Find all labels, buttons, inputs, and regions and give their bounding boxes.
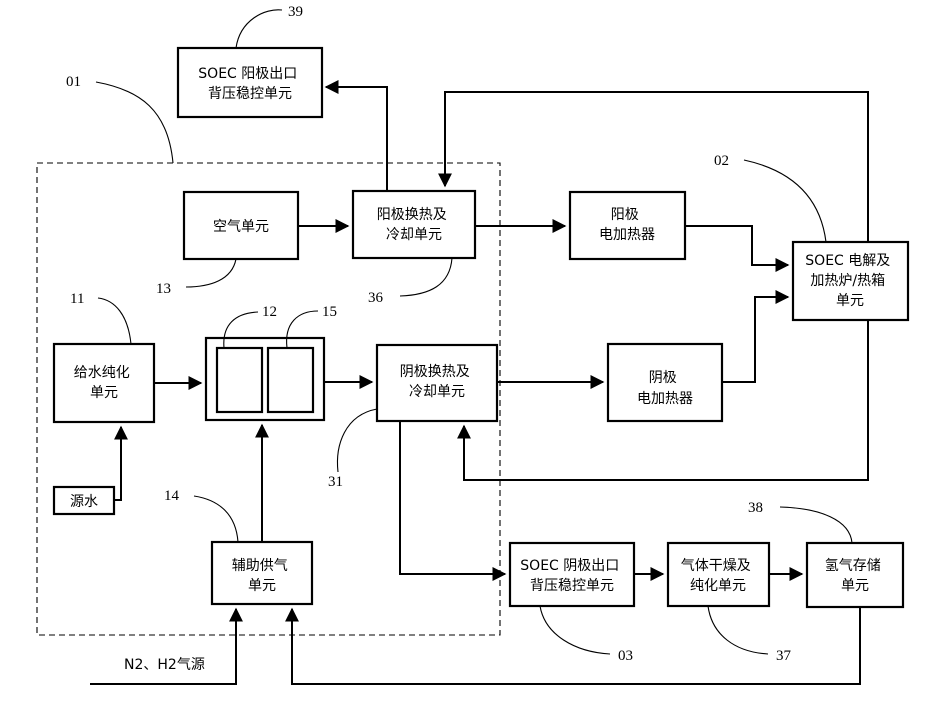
ref-12: 12 [262,304,277,320]
flow-anodeheater-to-soec [685,226,788,265]
label-source-water: 源水 [70,494,98,510]
flow-cathodehx-to-03 [400,421,505,574]
box-module-15 [268,348,313,412]
leader-13 [186,259,236,287]
ref-31: 31 [328,474,343,490]
leader-01 [96,82,173,163]
flow-anodehx-to-39 [326,87,387,191]
flow-cathodeheater-to-soec [722,297,788,382]
box-anode-backpressure-39 [178,48,322,117]
box-module-12 [217,348,262,412]
box-gas-drying-purification [668,543,769,606]
leader-39 [236,10,282,48]
leader-38 [780,507,852,543]
box-hydrogen-storage [807,543,903,607]
leader-14 [194,496,238,542]
box-cathode-heat-exchange [377,345,497,421]
leader-37 [708,606,768,654]
box-cathode-backpressure-03 [510,543,634,606]
ref-14: 14 [164,488,180,504]
box-feedwater-purification [54,344,154,422]
leader-11 [98,298,131,344]
leader-03 [540,606,610,654]
leader-36 [400,258,452,296]
box-anode-heat-exchange [353,191,475,258]
ref-39: 39 [288,4,303,20]
ref-01: 01 [66,74,81,90]
ref-11: 11 [70,291,84,307]
ref-15: 15 [322,304,337,320]
leader-02 [744,160,826,242]
flow-storage-to-auxgas [292,607,860,684]
box-anode-electric-heater [570,192,685,259]
ref-03: 03 [618,648,633,664]
ref-02: 02 [714,153,729,169]
ref-36: 36 [368,290,384,306]
label-air-unit: 空气单元 [213,219,269,235]
ref-37: 37 [776,648,792,664]
ref-13: 13 [156,281,171,297]
leader-31 [337,409,377,472]
label-n2-h2-gas-source: N2、H2气源 [124,657,205,673]
ref-38: 38 [748,500,763,516]
